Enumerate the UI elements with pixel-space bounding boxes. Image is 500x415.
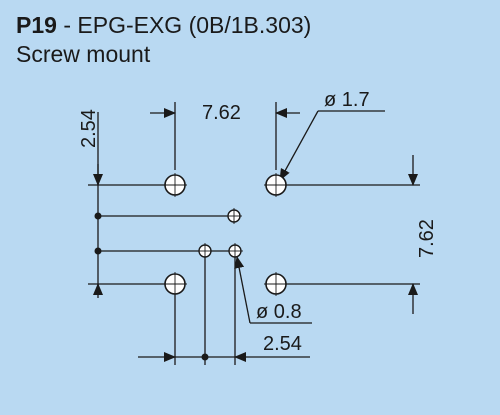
dim-label-top-width: 7.62 — [202, 102, 241, 124]
dim-label-small-hole-dia: ø 0.8 — [256, 301, 302, 323]
ref-dot-2 — [94, 247, 102, 255]
ref-dot-3 — [201, 353, 209, 361]
dim-label-bottom-spacing: 2.54 — [263, 333, 302, 355]
dim-label-left-height: 2.54 — [78, 109, 100, 148]
leader-large-hole — [279, 110, 319, 181]
part-model: EPG-EXG (0B/1B.303) — [77, 12, 312, 38]
leader-small-hole — [234, 256, 251, 324]
part-code: P19 — [16, 12, 57, 38]
dim-label-large-hole-dia: ø 1.7 — [324, 89, 370, 111]
title-separator: - — [56, 12, 78, 38]
title-line: P19 - EPG-EXG (0B/1B.303) — [16, 11, 311, 40]
header: P19 - EPG-EXG (0B/1B.303) Screw mount — [16, 11, 311, 69]
dim-label-right-height: 7.62 — [416, 219, 438, 258]
ref-dot-1 — [94, 212, 102, 220]
page-subtitle: Screw mount — [16, 41, 151, 67]
